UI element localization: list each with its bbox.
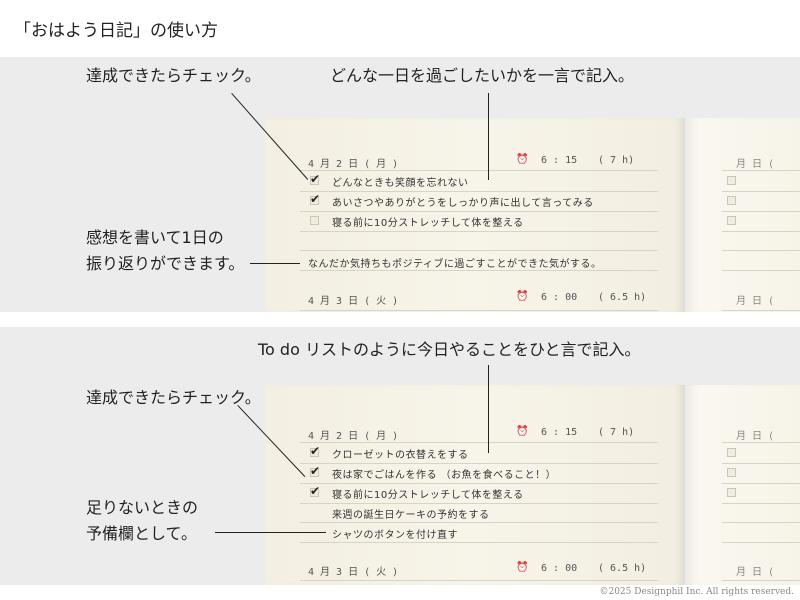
rule-line xyxy=(300,170,658,171)
task-text: 夜は家でごはんを作る （お魚を食べること！） xyxy=(332,470,557,481)
day-date: 4 月 2 日 ( 月 ) xyxy=(308,159,399,170)
extra-task-text: シャツのボタンを付け直す xyxy=(332,530,458,541)
task-text: 寝る前に10分ストレッチして体を整える xyxy=(332,490,524,501)
rule-line xyxy=(300,231,658,232)
rule-line xyxy=(300,211,658,212)
copyright: ©2025 Designphil Inc. All rights reserve… xyxy=(599,587,794,597)
rule-line xyxy=(722,250,800,251)
annotation-left-1: 感想を書いて1日の xyxy=(86,228,224,247)
right-page-date: 月 日 ( xyxy=(736,567,775,578)
wake-time: 6 : 00 xyxy=(541,563,578,574)
alarm-icon: ⏰ xyxy=(516,562,529,573)
right-page-date: 月 日 ( xyxy=(736,296,775,307)
rule-line xyxy=(722,231,800,232)
checkmark-icon: ✔ xyxy=(310,444,321,458)
annotation-left-2: 予備欄として。 xyxy=(86,524,198,543)
rule-line xyxy=(722,170,800,171)
sleep-hours: ( 7 h) xyxy=(598,155,635,166)
task-checkbox xyxy=(310,176,319,185)
page-title: 「おはよう日記」の使い方 xyxy=(14,21,218,41)
rule-line xyxy=(300,250,658,251)
checkbox xyxy=(727,216,736,225)
alarm-icon: ⏰ xyxy=(516,291,529,302)
checkbox xyxy=(727,488,736,497)
rule-line xyxy=(300,483,658,484)
annotation-top: どんな一日を過ごしたいかを一言で記入。 xyxy=(330,66,635,85)
task-text: クローゼットの衣替えをする xyxy=(332,450,469,461)
rule-line xyxy=(722,310,800,311)
checkmark-icon: ✔ xyxy=(310,464,321,478)
annotation-check: 達成できたらチェック。 xyxy=(86,388,261,407)
task-text: 寝る前に10分ストレッチして体を整える xyxy=(332,218,524,229)
notebook-right-page xyxy=(688,118,800,312)
pointer-line-top xyxy=(487,365,489,453)
rule-line xyxy=(722,442,800,443)
checkmark-icon: ✔ xyxy=(310,484,321,498)
rule-line xyxy=(722,211,800,212)
task-checkbox xyxy=(310,196,319,205)
extra-task-text: 来週の誕生日ケーキの予約をする xyxy=(332,510,490,521)
pointer-line-note xyxy=(250,263,300,265)
alarm-icon: ⏰ xyxy=(516,426,529,437)
rule-line xyxy=(300,463,658,464)
notebook-right-page xyxy=(688,385,800,585)
rule-line xyxy=(722,483,800,484)
sleep-hours: ( 6.5 h) xyxy=(598,563,647,574)
rule-line xyxy=(722,503,800,504)
task-checkbox xyxy=(310,468,319,477)
rule-line xyxy=(300,503,658,504)
rule-line xyxy=(722,522,800,523)
wake-time: 6 : 15 xyxy=(541,427,578,438)
rule-line xyxy=(722,270,800,271)
day-date: 4 月 3 日 ( 火 ) xyxy=(308,296,399,307)
rule-line xyxy=(722,580,800,581)
day-date: 4 月 2 日 ( 月 ) xyxy=(308,431,399,442)
day-date: 4 月 3 日 ( 火 ) xyxy=(308,567,399,578)
annotation-left-1: 足りないときの xyxy=(86,498,199,517)
pointer-line-top xyxy=(487,93,489,180)
checkbox xyxy=(727,176,736,185)
wake-time: 6 : 00 xyxy=(541,292,578,303)
annotation-left-2: 振り返りができます。 xyxy=(86,254,245,273)
checkmark-icon: ✔ xyxy=(310,192,321,206)
task-text: どんなときも笑顔を忘れない xyxy=(332,178,469,189)
annotation-top: To do リストのように今日やることをひと言で記入。 xyxy=(258,340,641,359)
right-page-date: 月 日 ( xyxy=(736,431,775,442)
right-page-date: 月 日 ( xyxy=(736,159,775,170)
notebook-left-page xyxy=(265,385,685,585)
rule-line xyxy=(722,463,800,464)
checkbox xyxy=(727,196,736,205)
rule-line xyxy=(300,442,658,443)
usage-panel-1: 達成できたらチェック。 どんな一日を過ごしたいかを一言で記入。 感想を書いて1日… xyxy=(0,57,800,312)
rule-line xyxy=(722,191,800,192)
sleep-hours: ( 7 h) xyxy=(598,427,635,438)
wake-time: 6 : 15 xyxy=(541,155,578,166)
rule-line xyxy=(300,522,658,523)
checkbox xyxy=(727,448,736,457)
rule-line xyxy=(300,310,658,311)
rule-line xyxy=(722,542,800,543)
task-text: あいさつやありがとうをしっかり声に出して言ってみる xyxy=(332,198,594,209)
usage-panel-2: To do リストのように今日やることをひと言で記入。 達成できたらチェック。 … xyxy=(0,327,800,585)
alarm-icon: ⏰ xyxy=(516,154,529,165)
notebook-left-page xyxy=(265,118,685,312)
annotation-check: 達成できたらチェック。 xyxy=(86,66,261,85)
task-checkbox xyxy=(310,488,319,497)
rule-line xyxy=(300,191,658,192)
checkbox xyxy=(727,468,736,477)
task-checkbox xyxy=(310,216,319,225)
pointer-line-extra xyxy=(215,532,326,534)
rule-line xyxy=(300,542,658,543)
checkmark-icon: ✔ xyxy=(310,172,321,186)
sleep-hours: ( 6.5 h) xyxy=(598,292,647,303)
task-checkbox xyxy=(310,448,319,457)
reflection-note: なんだか気持ちもポジティブに過ごすことができた気がする。 xyxy=(308,259,602,270)
rule-line xyxy=(300,270,658,271)
rule-line xyxy=(300,580,658,581)
